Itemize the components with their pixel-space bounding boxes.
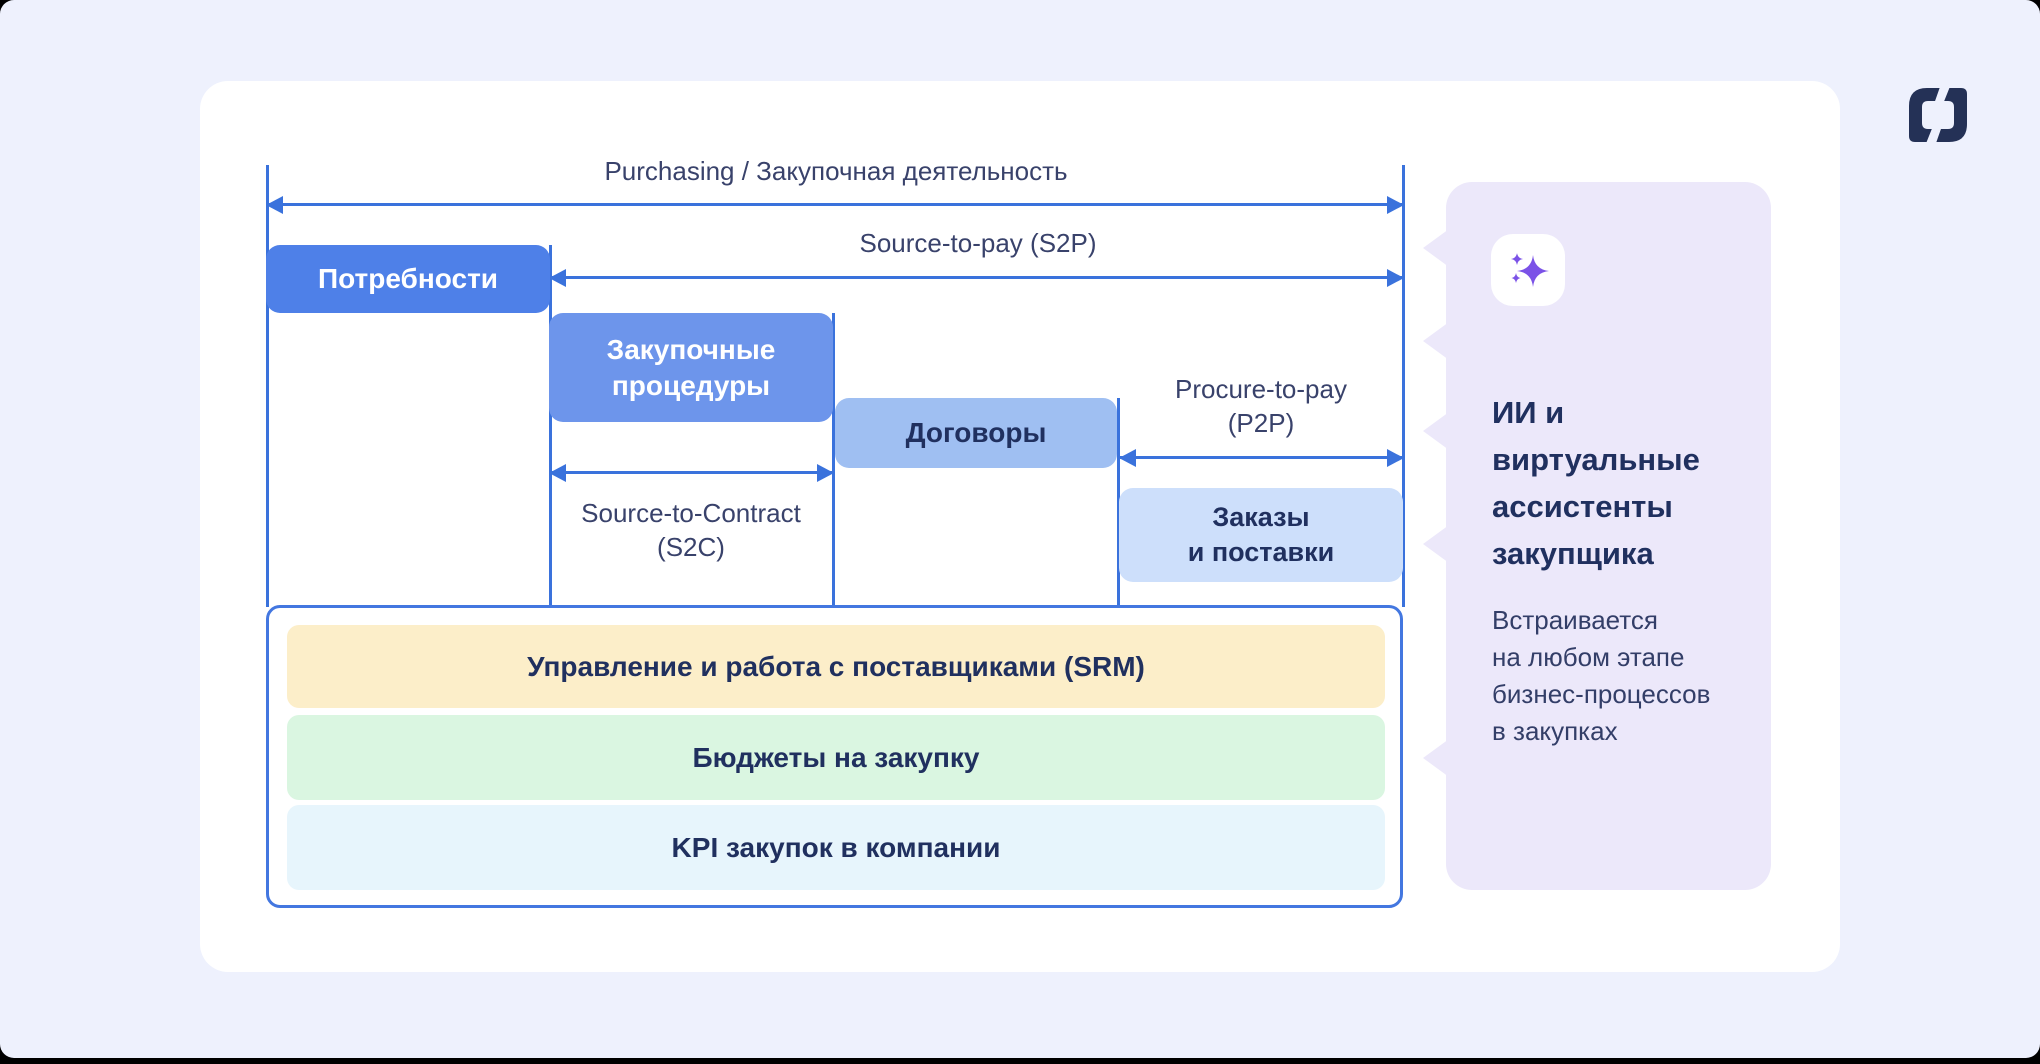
boundary-line-4 xyxy=(1117,398,1120,607)
stage-box-procedures: Закупочные процедуры xyxy=(549,313,833,422)
brand-logo-icon xyxy=(1909,85,1967,145)
bar-budgets: Бюджеты на закупку xyxy=(287,715,1385,800)
s2c-label: Source-to-Contract (S2C) xyxy=(581,498,801,562)
s2p-label: Source-to-pay (S2P) xyxy=(859,228,1097,258)
sparkles-icon xyxy=(1511,253,1549,287)
purchasing-arrow xyxy=(267,203,1403,206)
ai-panel-description: Встраивается на любом этапе бизнес-проце… xyxy=(1492,605,1711,746)
p2p-label: Procure-to-pay (P2P) xyxy=(1175,374,1347,438)
boundary-line-2 xyxy=(549,245,552,607)
stage-box-orders: Заказы и поставки xyxy=(1119,488,1403,582)
purchasing-label: Purchasing / Закупочная деятельность xyxy=(604,156,1068,186)
stage-box-needs: Потребности xyxy=(266,245,550,313)
s2p-arrow xyxy=(550,276,1403,279)
p2p-arrow xyxy=(1120,456,1403,459)
boundary-line-3 xyxy=(832,313,835,607)
stage-box-contracts: Договоры xyxy=(835,398,1117,468)
bar-srm: Управление и работа с поставщиками (SRM) xyxy=(287,625,1385,708)
ai-panel-title: ИИ и виртуальные ассистенты закупщика xyxy=(1492,395,1700,571)
boundary-line-5 xyxy=(1402,165,1405,607)
boundary-line-1 xyxy=(266,165,269,607)
s2c-arrow xyxy=(550,471,833,474)
ai-icon-tile xyxy=(1491,234,1565,306)
bar-kpi: KPI закупок в компании xyxy=(287,805,1385,890)
